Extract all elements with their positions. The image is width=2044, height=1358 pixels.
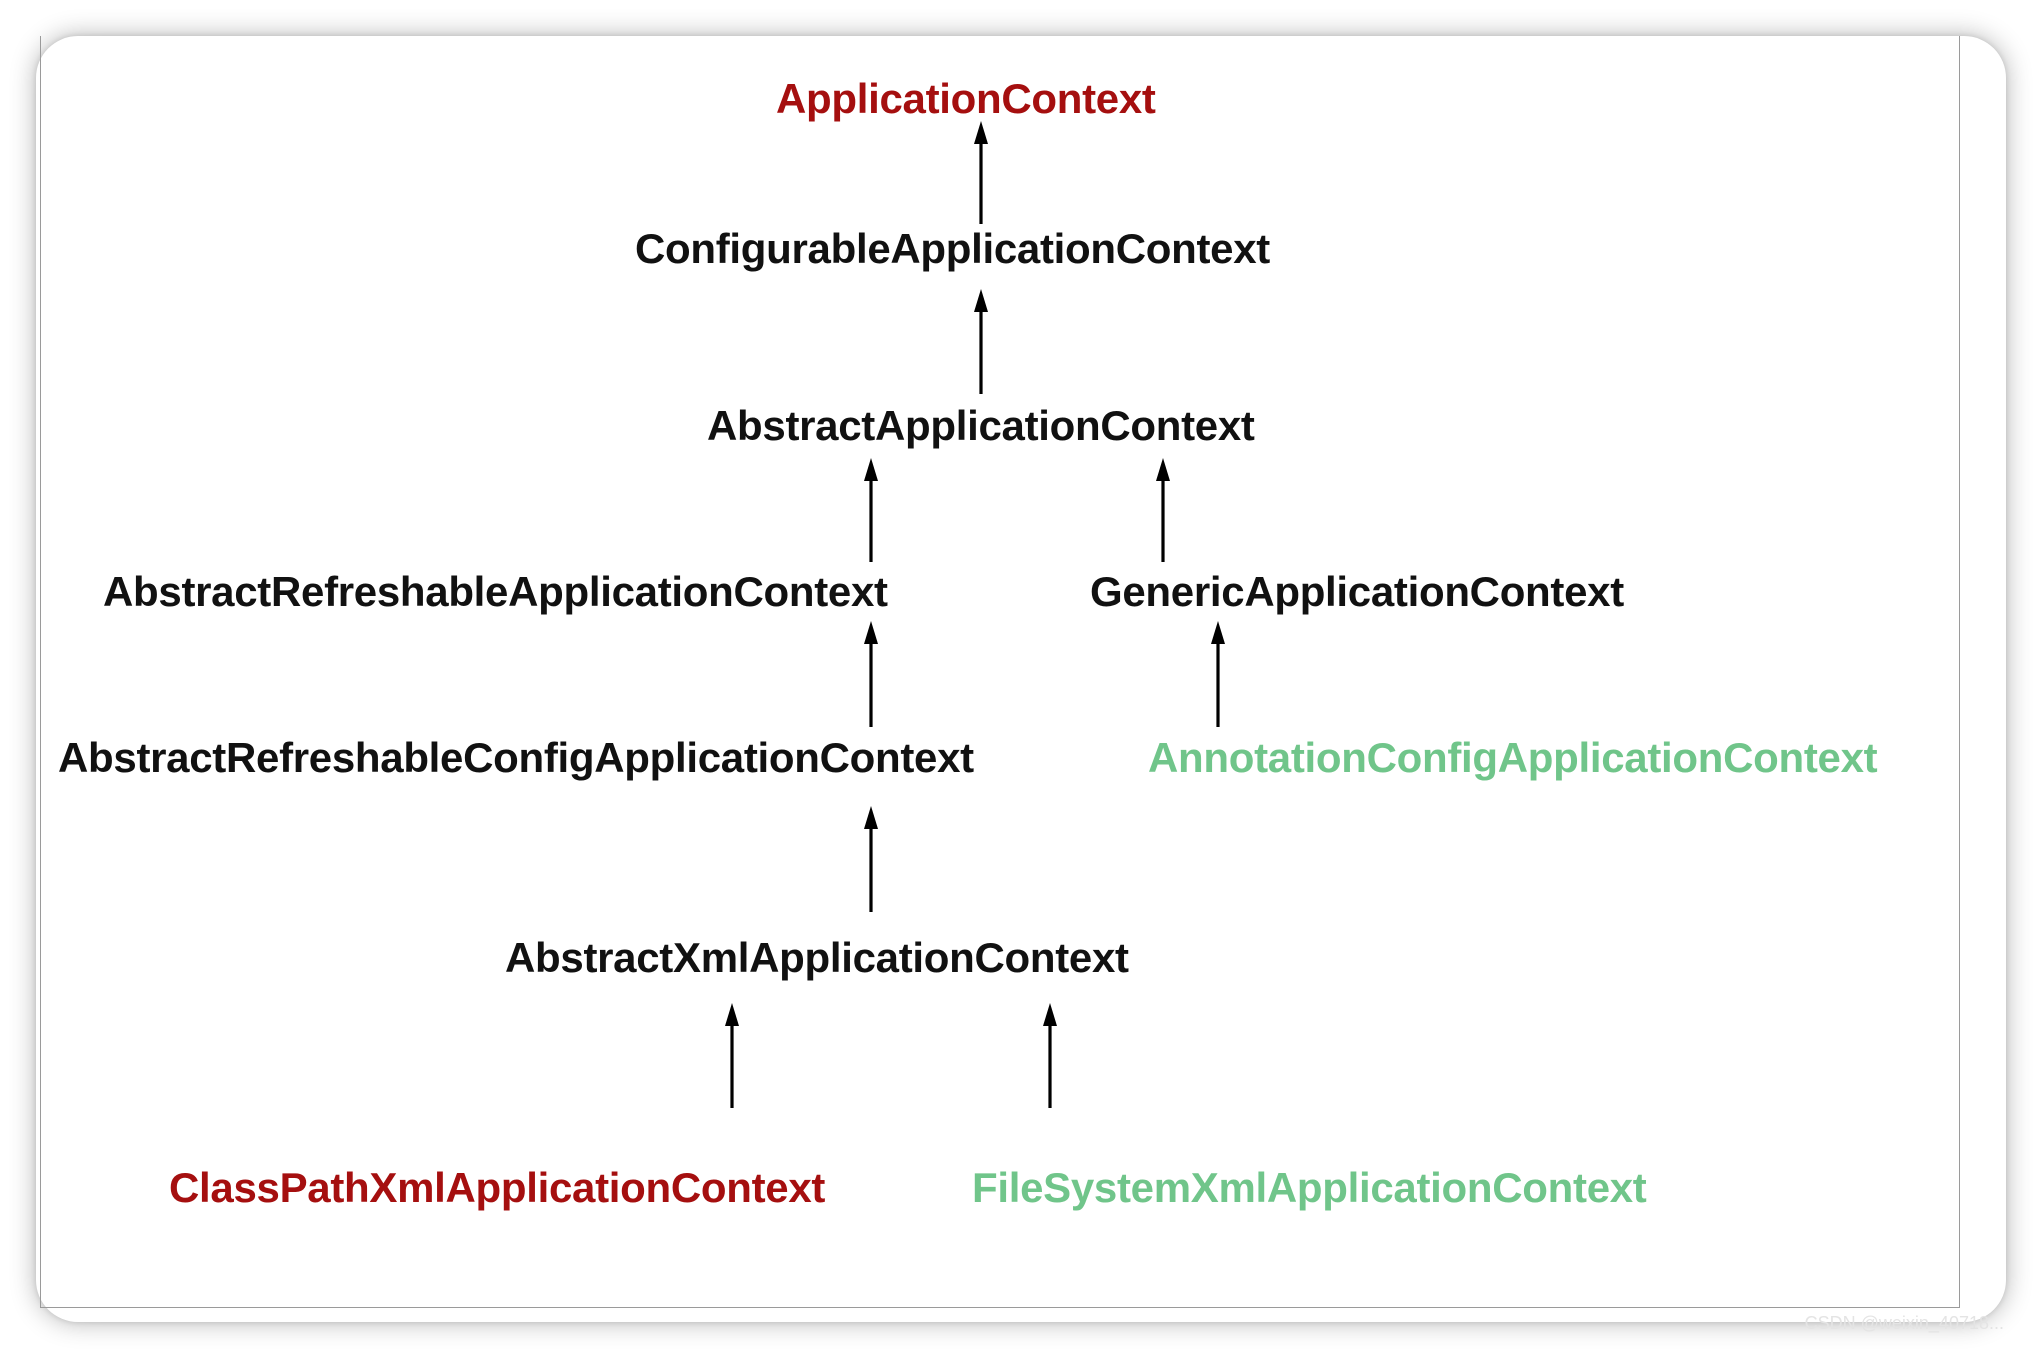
node-application-context: ApplicationContext [776, 75, 1156, 122]
node-file-system-xml-application-context: FileSystemXmlApplicationContext [972, 1164, 1647, 1211]
watermark-text: CSDN @weixin_40718... [1804, 1313, 2004, 1333]
edge-generic-to-abstract [1156, 458, 1170, 562]
node-class-path-xml-application-context: ClassPathXmlApplicationContext [169, 1164, 826, 1211]
edge-classpathxml-to-abstractxml [725, 1003, 739, 1108]
node-generic-application-context: GenericApplicationContext [1090, 568, 1624, 615]
edge-filesystemxml-to-abstractxml [1043, 1003, 1057, 1108]
edge-abstractrefreshable-to-abstract [864, 458, 878, 562]
edge-configurable-to-applicationcontext [974, 121, 988, 224]
edge-annotationconfig-to-generic [1211, 621, 1225, 727]
edge-abstractrefreshableconfig-to-abstractrefreshable [864, 621, 878, 727]
edge-abstractxml-to-abstractrefreshableconfig [864, 806, 878, 912]
diagram-frame [40, 36, 1960, 1308]
node-abstract-refreshable-application-context: AbstractRefreshableApplicationContext [103, 568, 888, 615]
node-configurable-application-context: ConfigurableApplicationContext [635, 225, 1270, 272]
node-abstract-application-context: AbstractApplicationContext [707, 402, 1255, 449]
node-abstract-xml-application-context: AbstractXmlApplicationContext [505, 934, 1129, 981]
node-abstract-refreshable-config-application-context: AbstractRefreshableConfigApplicationCont… [58, 734, 974, 781]
edge-abstract-to-configurable [974, 289, 988, 394]
node-annotation-config-application-context: AnnotationConfigApplicationContext [1148, 734, 1878, 781]
diagram-card [36, 36, 2006, 1322]
